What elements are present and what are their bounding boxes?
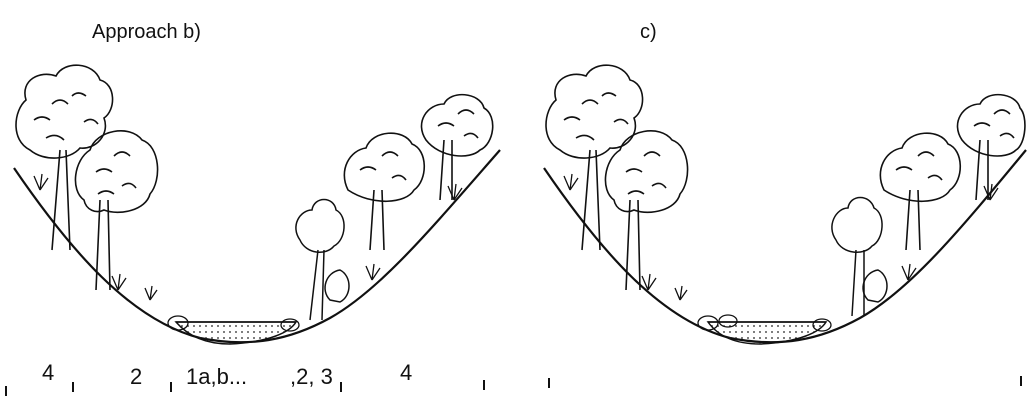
- zone-label: 1a,b...: [186, 366, 247, 388]
- tree: [605, 131, 687, 290]
- valley-profile: [14, 150, 500, 342]
- zone-label: 4: [42, 362, 54, 384]
- tree: [546, 65, 643, 250]
- zone-label: 4: [400, 362, 412, 384]
- shrub: [832, 198, 887, 317]
- tree: [957, 95, 1024, 200]
- tree: [75, 131, 157, 290]
- channel-bed: [708, 322, 826, 344]
- tree: [16, 65, 113, 250]
- zone-boundary-tick: [5, 386, 7, 396]
- zone-boundary-tick: [548, 378, 550, 388]
- zone-label: ,2, 3: [290, 366, 333, 388]
- tree: [344, 133, 424, 250]
- zone-boundary-tick: [170, 382, 172, 392]
- channel-bed: [176, 322, 296, 344]
- valley-cross-section-b: [0, 0, 520, 360]
- valley-cross-section-c: [530, 0, 1030, 360]
- grass: [902, 184, 998, 280]
- zone-boundary-tick: [340, 382, 342, 392]
- tree: [880, 133, 960, 250]
- zone-boundary-tick: [72, 382, 74, 392]
- zone-boundary-tick: [483, 380, 485, 390]
- grass: [366, 184, 462, 280]
- zone-boundary-tick: [1020, 376, 1022, 386]
- valley-profile: [544, 150, 1026, 342]
- tree: [421, 95, 492, 200]
- shrub: [296, 200, 349, 321]
- zone-label: 2: [130, 366, 142, 388]
